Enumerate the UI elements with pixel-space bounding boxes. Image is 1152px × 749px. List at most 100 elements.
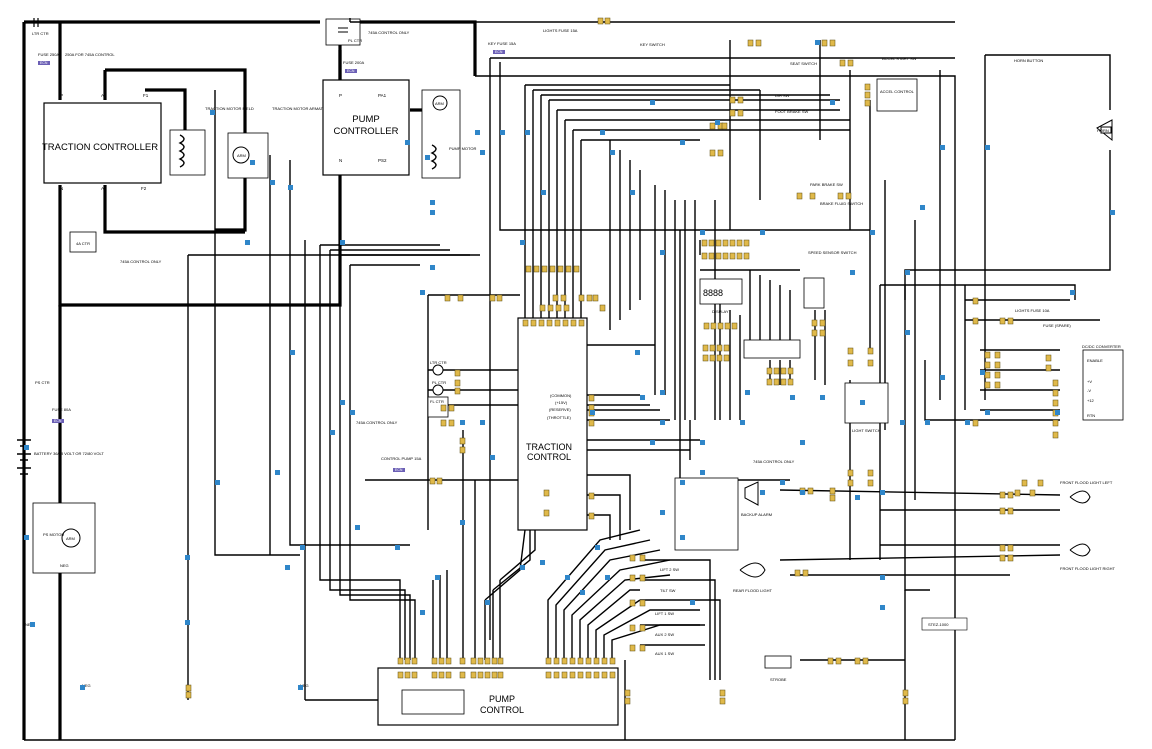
connector-pin xyxy=(545,671,552,679)
wire-tag xyxy=(920,205,925,210)
connector-pin xyxy=(538,319,545,327)
svg-text:ECN: ECN xyxy=(347,69,355,73)
wire-tag xyxy=(590,410,595,415)
connector-pin xyxy=(729,109,736,117)
coil-group-mid: LTR CTR PL CTR FL CTR 745A CONTROL ONLY … xyxy=(356,360,449,472)
svg-text:F1: F1 xyxy=(143,93,149,98)
svg-text:ECN: ECN xyxy=(495,50,503,54)
connector-pin xyxy=(1052,389,1059,397)
connector-pin xyxy=(497,657,504,665)
connector-pin xyxy=(552,294,559,302)
connector-pin xyxy=(854,657,861,665)
pump-controller: PUMP CONTROLLER P PA1 N PS2 xyxy=(322,79,410,176)
control-wiring xyxy=(24,18,1111,741)
connector-pin xyxy=(724,322,731,330)
svg-text:FRONT FLOOD LIGHT LEFT: FRONT FLOOD LIGHT LEFT xyxy=(1060,480,1113,485)
svg-text:PA1: PA1 xyxy=(378,93,387,98)
connector-pin xyxy=(1052,431,1059,439)
wire-tag xyxy=(940,145,945,150)
connector-pin xyxy=(821,39,828,47)
wire-tag xyxy=(985,145,990,150)
connector-pin xyxy=(624,697,631,705)
connector-pin xyxy=(864,83,871,91)
connector-pin xyxy=(445,657,452,665)
connector-pin xyxy=(835,657,842,665)
connector-pin xyxy=(972,419,979,427)
connector-pin xyxy=(716,344,723,352)
connector-pin xyxy=(440,404,447,412)
connector-pin xyxy=(397,657,404,665)
connector-pin xyxy=(586,294,593,302)
connector-pin xyxy=(397,671,404,679)
svg-text:745A CONTROL ONLY: 745A CONTROL ONLY xyxy=(356,420,398,425)
connector-pin xyxy=(722,239,729,247)
svg-text:ACCEL CONTROL: ACCEL CONTROL xyxy=(880,89,915,94)
svg-text:FUSE 250A: FUSE 250A xyxy=(38,52,59,57)
connector-pin xyxy=(999,554,1006,562)
svg-text:PARK BRAKE SW: PARK BRAKE SW xyxy=(810,182,843,187)
connector-pin xyxy=(570,319,577,327)
svg-text:LIGHTS FUSE 10A: LIGHTS FUSE 10A xyxy=(1015,308,1050,313)
svg-text:TILT SW: TILT SW xyxy=(660,588,676,593)
connector-pin xyxy=(994,351,1001,359)
svg-text:ARM: ARM xyxy=(435,101,444,106)
connector-pin xyxy=(404,671,411,679)
connector-pin xyxy=(561,657,568,665)
connector-pin xyxy=(578,294,585,302)
connector-pin xyxy=(1029,489,1036,497)
connector-pin xyxy=(454,387,461,395)
svg-text:P: P xyxy=(60,93,63,98)
connector-pin xyxy=(902,689,909,697)
drawing-number: STEZ-1000 xyxy=(928,622,949,627)
svg-text:REAR FLOOD LIGHT: REAR FLOOD LIGHT xyxy=(733,588,772,593)
connector-pin xyxy=(459,437,466,445)
connector-pin xyxy=(1052,399,1059,407)
wire-tag xyxy=(815,40,820,45)
svg-text:PL CTR: PL CTR xyxy=(348,38,362,43)
connector-pin xyxy=(585,657,592,665)
connector-pin xyxy=(847,59,854,67)
connector-pin xyxy=(736,239,743,247)
connector-pin xyxy=(639,644,646,652)
connector-pin xyxy=(563,304,570,312)
svg-text:NEG: NEG xyxy=(25,622,34,627)
connector-pin xyxy=(736,252,743,260)
wire-tag xyxy=(940,375,945,380)
wire-tag xyxy=(30,622,35,627)
connector-pin xyxy=(702,344,709,352)
connector-pin xyxy=(454,369,461,377)
connector-pin xyxy=(560,294,567,302)
wire-tag xyxy=(905,330,910,335)
connector-pin xyxy=(593,671,600,679)
connector-pin xyxy=(547,304,554,312)
svg-text:-V: -V xyxy=(1087,388,1091,393)
connector-pin xyxy=(766,367,773,375)
wire-tag xyxy=(460,420,465,425)
connector-pin xyxy=(629,574,636,582)
wire-tag xyxy=(270,180,275,185)
connector-pin xyxy=(766,378,773,386)
wire-tag xyxy=(660,420,665,425)
connector-pin xyxy=(454,379,461,387)
connector-pin xyxy=(811,319,818,327)
svg-text:(COMMON): (COMMON) xyxy=(550,393,572,398)
connector-pin xyxy=(847,359,854,367)
connector-pin xyxy=(867,469,874,477)
wire-tag xyxy=(660,510,665,515)
connector-pin xyxy=(489,294,496,302)
svg-text:LIFT 2 SW: LIFT 2 SW xyxy=(660,567,679,572)
wire-tag xyxy=(880,575,885,580)
connector-pin xyxy=(459,657,466,665)
wire-tag xyxy=(800,490,805,495)
connector-pin xyxy=(185,684,192,692)
connector-pin xyxy=(448,404,455,412)
wire-tag xyxy=(605,575,610,580)
wire-tag xyxy=(480,420,485,425)
svg-text:FL CTR: FL CTR xyxy=(430,399,444,404)
pump-controller-title-2: CONTROLLER xyxy=(334,126,399,137)
wire-tag xyxy=(680,480,685,485)
wire-tag xyxy=(330,430,335,435)
connector-pin xyxy=(717,322,724,330)
wire-tag xyxy=(600,130,605,135)
